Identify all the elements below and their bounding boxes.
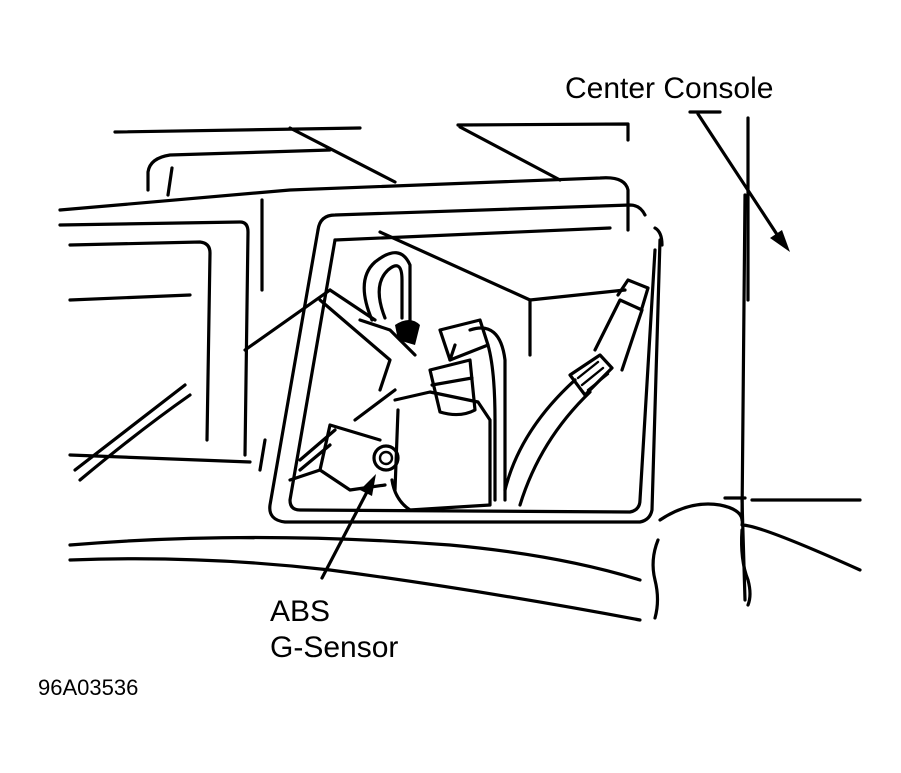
abs-sensor-arrowhead [360, 474, 376, 496]
figure-id-label: 96A03536 [38, 675, 139, 700]
connector [428, 318, 507, 502]
center-console-leader [696, 112, 780, 238]
abs-g-sensor-label: ABS G-Sensor [270, 594, 398, 666]
leader-lines [320, 112, 790, 580]
abs-sensor-leader [320, 488, 370, 580]
abs-label-line1: ABS [270, 595, 331, 628]
right-cable [503, 278, 650, 507]
g-sensor-body [288, 388, 492, 512]
floor-contour [68, 496, 862, 622]
dashboard-outline [58, 110, 750, 602]
wire-harness [318, 251, 420, 392]
center-console-arrowhead [770, 230, 790, 252]
console-opening [268, 203, 664, 524]
center-console-label: Center Console [565, 72, 774, 105]
left-panel [58, 198, 332, 482]
abs-label-line2: G-Sensor [270, 631, 399, 664]
